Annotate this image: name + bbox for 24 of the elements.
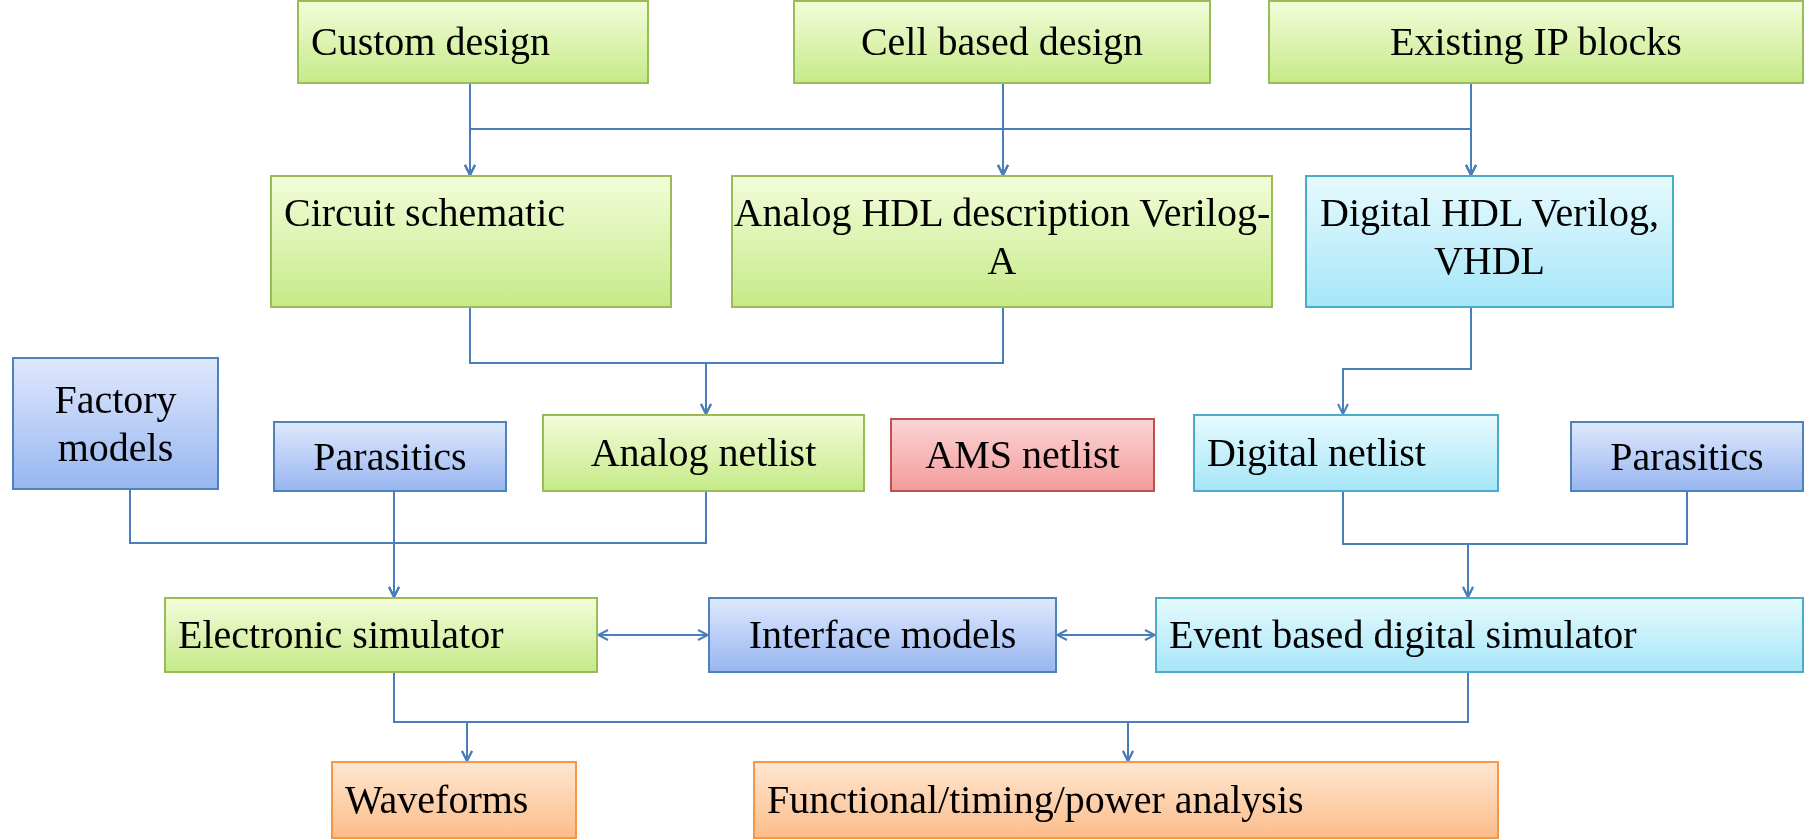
process-box: Existing IP blocks: [1268, 0, 1804, 84]
process-box: Waveforms: [331, 761, 577, 839]
process-box: Electronic simulator: [164, 597, 598, 673]
process-box: Digital HDL Verilog, VHDL: [1305, 175, 1674, 308]
process-box: Event based digital simulator: [1155, 597, 1804, 673]
connector-arrow: [1465, 83, 1477, 176]
process-box: Functional/timing/power analysis: [753, 761, 1499, 839]
connector-arrow: [1056, 629, 1156, 641]
process-box: Analog HDL description Verilog-A: [731, 175, 1273, 308]
process-box: Digital netlist: [1193, 414, 1499, 492]
connector-arrow: [1462, 491, 1688, 598]
connector-arrow: [597, 629, 709, 641]
process-box: Factory models: [12, 357, 219, 490]
process-box: Parasitics: [1570, 421, 1804, 492]
process-box: AMS netlist: [890, 418, 1155, 492]
process-box: Custom design: [297, 0, 649, 84]
process-box: Parasitics: [273, 421, 507, 492]
process-box: Analog netlist: [542, 414, 865, 492]
connector-arrow: [1337, 307, 1472, 415]
process-box: Interface models: [708, 597, 1057, 673]
connector-arrow: [700, 307, 1004, 415]
process-box: Circuit schematic: [270, 175, 672, 308]
process-box: Cell based design: [793, 0, 1211, 84]
connector-arrow: [388, 491, 707, 598]
